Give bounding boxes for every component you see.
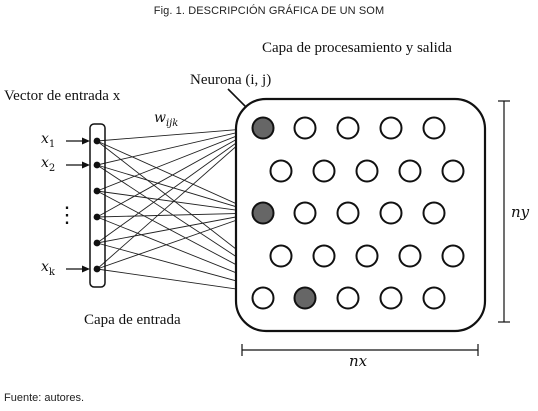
connection-line [96, 164, 258, 214]
connection-line [96, 140, 258, 214]
neuron [269, 159, 293, 183]
output-grid-frame [234, 97, 487, 333]
neuron [336, 116, 360, 140]
neuron [336, 286, 360, 310]
input-nodes [93, 137, 101, 273]
neuron [422, 286, 446, 310]
input-node [93, 137, 101, 145]
input-layer-bar [89, 123, 106, 288]
figure-source: Fuente: autores. [4, 392, 85, 404]
neuron [355, 159, 379, 183]
ny-label: ny [511, 203, 530, 221]
input-layer-label: Capa de entrada [84, 312, 181, 328]
neuron [293, 201, 317, 225]
neuron [312, 159, 336, 183]
neuron [312, 244, 336, 268]
input-node [93, 187, 101, 195]
input-ellipsis: ⋮ [56, 203, 78, 228]
neuron [251, 286, 275, 310]
neuron [441, 244, 465, 268]
neuron [422, 201, 446, 225]
connection-line [96, 127, 258, 270]
connection-line [96, 127, 258, 142]
neuron-label: Neurona (i, j) [190, 72, 271, 88]
input-x2: x2 [41, 155, 90, 174]
neuron [355, 244, 379, 268]
figure-caption: Fig. 1. DESCRIPCIÓN GRÁFICA DE UN SOM [153, 5, 385, 17]
connection-line [96, 127, 258, 166]
processing-layer-label: Capa de procesamiento y salida [262, 40, 452, 56]
connection-line [96, 127, 258, 218]
connection-line [96, 212, 258, 218]
input-node [93, 265, 101, 273]
svg-text:x1: x1 [41, 131, 55, 150]
input-vector-label: Vector de entrada x [4, 88, 121, 104]
nx-label: nx [349, 352, 368, 370]
active-neuron [251, 116, 275, 140]
active-neuron [293, 286, 317, 310]
ny-dimension [498, 100, 510, 323]
input-node [93, 239, 101, 247]
neuron [398, 159, 422, 183]
active-neuron [251, 201, 275, 225]
connection-line [96, 212, 258, 270]
input-node [93, 161, 101, 169]
neuron [422, 116, 446, 140]
neuron [379, 116, 403, 140]
neuron [398, 244, 422, 268]
input-x1: x1 [41, 131, 90, 150]
neuron [293, 116, 317, 140]
weight-connections [96, 127, 300, 299]
nx-dimension [241, 344, 479, 356]
connection-line [96, 127, 258, 192]
svg-text:xk: xk [41, 259, 56, 278]
neuron [379, 201, 403, 225]
connection-line [96, 190, 258, 214]
svg-text:x2: x2 [41, 155, 55, 174]
neuron [269, 244, 293, 268]
connection-line [96, 212, 258, 244]
neuron-grid [251, 116, 465, 310]
weight-label: wijk [154, 110, 178, 129]
connection-line [96, 127, 258, 244]
input-xk: xk [41, 259, 90, 278]
neuron [441, 159, 465, 183]
input-node [93, 213, 101, 221]
neuron [379, 286, 403, 310]
neuron [336, 201, 360, 225]
